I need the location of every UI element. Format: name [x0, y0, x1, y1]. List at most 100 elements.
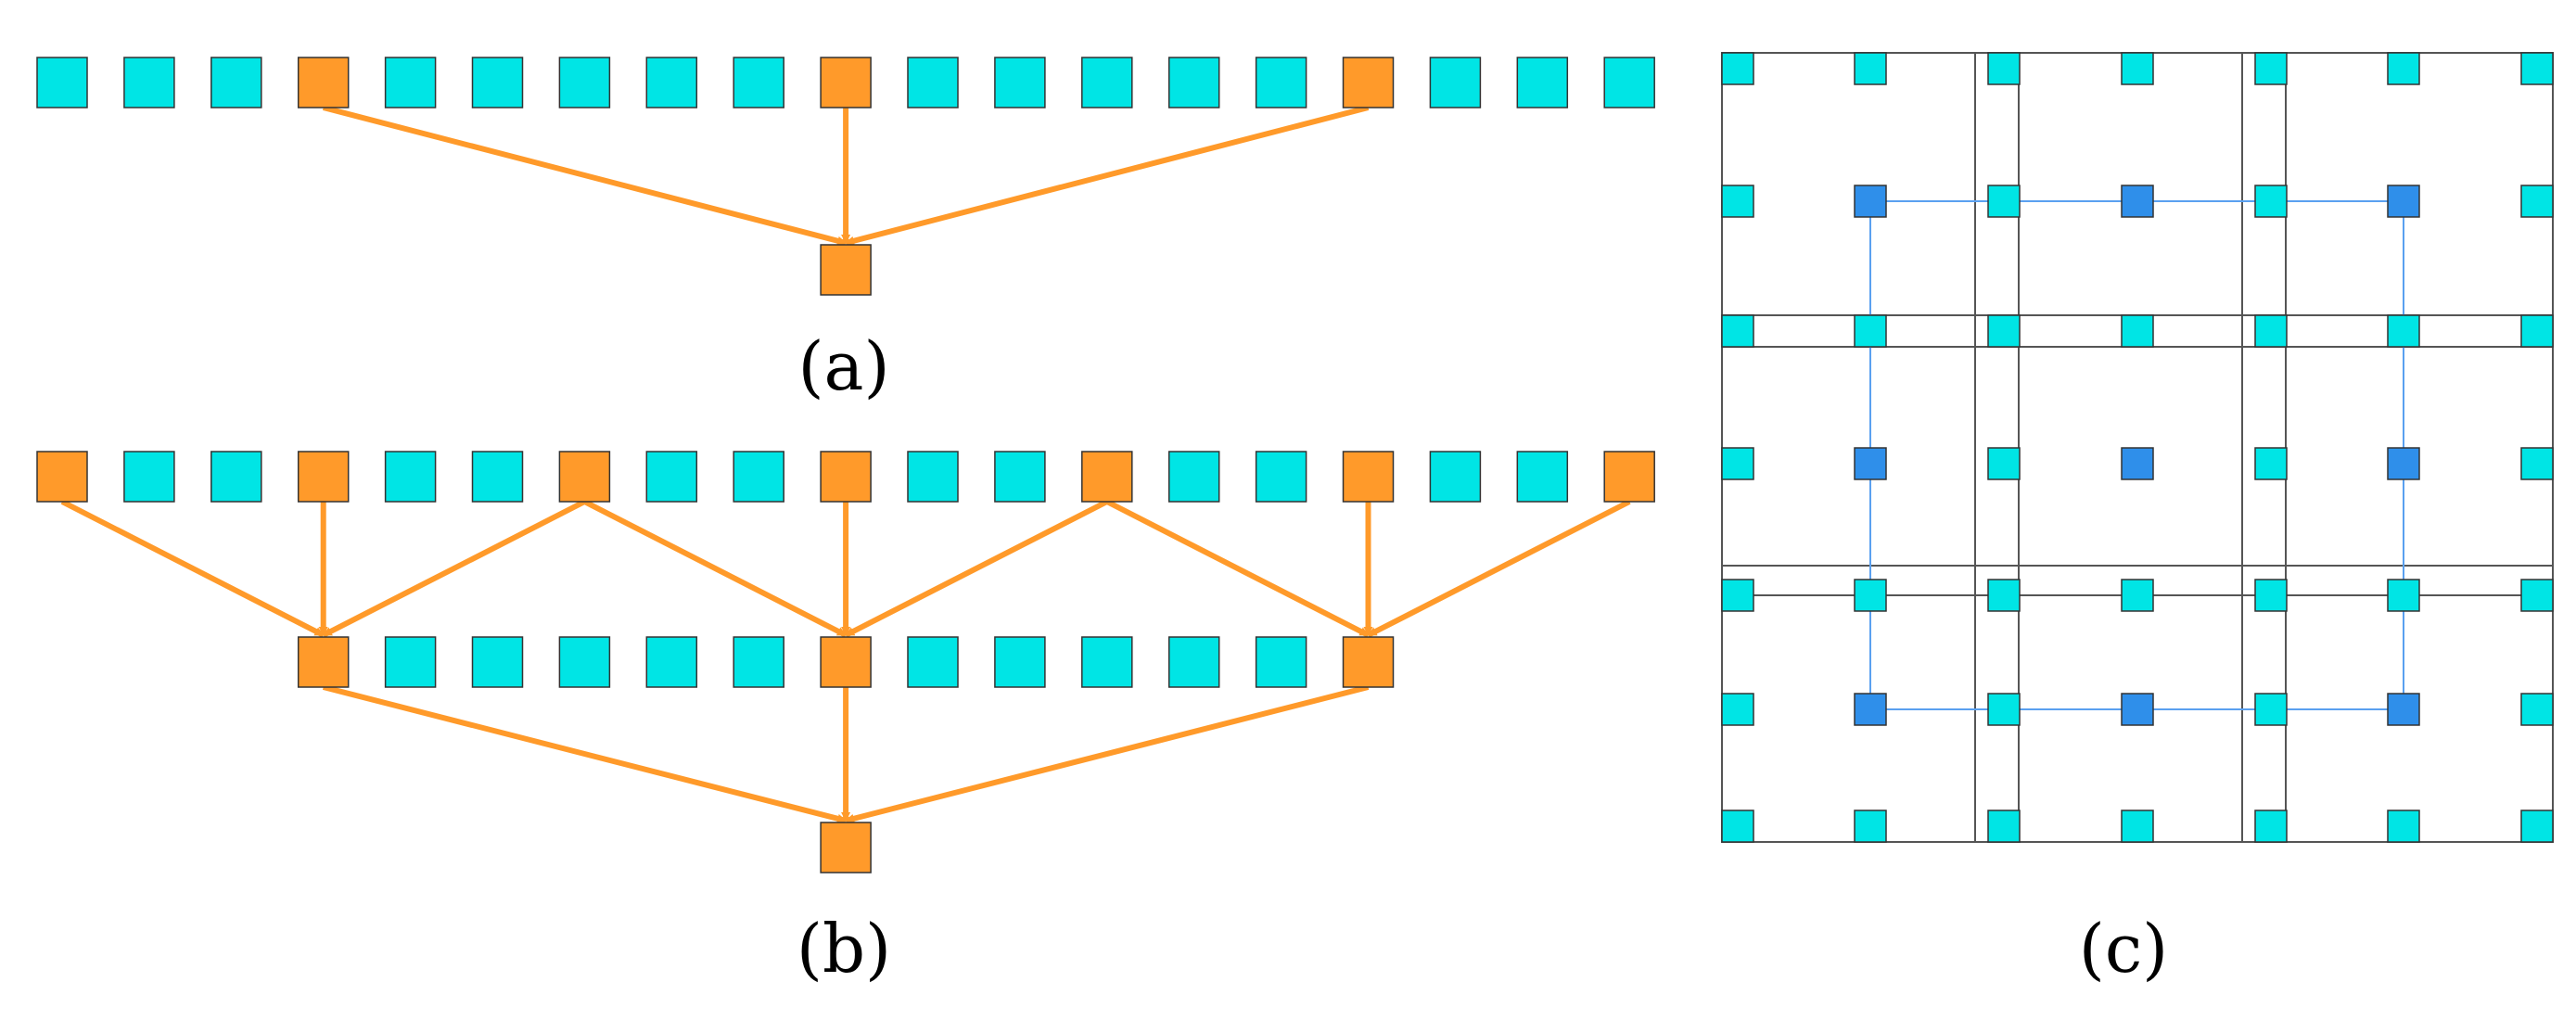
panel-c-grid-node [1721, 447, 1754, 480]
panel-b-layer2-node [1167, 636, 1220, 688]
panel-a-input-node [1603, 57, 1655, 108]
panel-a-input-node [645, 57, 698, 108]
panel-c-grid-node [2254, 52, 2288, 85]
panel-c-grid-node [1987, 52, 2021, 85]
panel-a-input-node [1255, 57, 1307, 108]
panel-c-sampled-node [2121, 693, 2154, 726]
panel-c-grid-node [2520, 185, 2554, 218]
panel-c-grid-node [2520, 314, 2554, 348]
panel-b-edge-layer1 [583, 499, 848, 638]
panel-c-grid-node [1987, 810, 2021, 843]
panel-c-sampled-node [2387, 447, 2420, 480]
panel-b-layer2-sampled-node [1342, 636, 1395, 688]
panel-c-nodes [1721, 52, 2554, 843]
panel-b-layer2-node [384, 636, 437, 688]
panel-a-sampled-node [1342, 57, 1395, 108]
panel-a-input-node [123, 57, 175, 108]
caption-a: (a) [797, 327, 889, 405]
panel-b-layer1-node [994, 451, 1046, 503]
panel-b-output-node [820, 822, 872, 873]
panel-c-grid-node [2387, 314, 2420, 348]
panel-c-grid-node [1987, 447, 2021, 480]
panel-b-layer2-node [994, 636, 1046, 688]
panel-c-sampled-node [1854, 693, 1887, 726]
panel-c-grid-node [2387, 52, 2420, 85]
panel-c-grid-node [2254, 314, 2288, 348]
panel-b-layer1-sampled-node [297, 451, 350, 503]
panel-a-input-node [994, 57, 1046, 108]
panel-b-layer1-node [907, 451, 959, 503]
panel-b-edge-layer1 [60, 499, 325, 638]
panel-c-grid-node [1721, 579, 1754, 612]
panel-b-layer1-node [210, 451, 262, 503]
panel-c-grid-node [2121, 52, 2154, 85]
panel-b-layer2-sampled-node [297, 636, 350, 688]
panel-b-edge-layer1 [844, 499, 1109, 638]
caption-b: (b) [797, 910, 891, 988]
panel-a-input-node [1429, 57, 1482, 108]
panel-b-layer2-node [471, 636, 524, 688]
panel-c-grid-node [1854, 810, 1887, 843]
panel-b-layer1-node [733, 451, 784, 503]
panel-a-sampled-node [820, 57, 872, 108]
panel-c-grid-node [1721, 52, 1754, 85]
panel-c-sampled-node [2121, 447, 2154, 480]
panel-b-layer1-sampled-node [1342, 451, 1395, 503]
panel-a-input-node [210, 57, 262, 108]
panel-c-grid-node [2520, 52, 2554, 85]
panel-b-nodes [36, 451, 1655, 873]
panel-b-edge-layer2 [322, 684, 848, 823]
caption-c: (c) [2079, 910, 2169, 988]
panel-a-sampled-node [297, 57, 350, 108]
panel-a-edges [322, 105, 1370, 246]
panel-c-grid-node [2254, 810, 2288, 843]
panel-b-layer1-node [1255, 451, 1307, 503]
panel-c-grid-node [2121, 579, 2154, 612]
panel-c-sampled-node [2121, 185, 2154, 218]
panel-a-input-node [558, 57, 611, 108]
panel-b-layer2-sampled-node [820, 636, 872, 688]
panel-c-grid-node [1987, 693, 2021, 726]
panel-b-layer2-node [645, 636, 698, 688]
panel-b-layer1-sampled-node [820, 451, 872, 503]
panel-b-layer1-node [1167, 451, 1220, 503]
panel-b-edge-layer1 [1367, 499, 1631, 638]
panel-c-grid-node [1854, 579, 1887, 612]
panel-c-grid-node [2254, 693, 2288, 726]
panel-c-grid-node [1987, 579, 2021, 612]
panel-c-grid-node [2254, 185, 2288, 218]
panel-c-sampled-node [2387, 185, 2420, 218]
panel-c-grid-node [1721, 810, 1754, 843]
panel-c-grid-node [1721, 314, 1754, 348]
panel-a-input-node [471, 57, 524, 108]
panel-a-input-node [733, 57, 784, 108]
panel-b-layer1-node [123, 451, 175, 503]
panel-c-grid-node [1854, 52, 1887, 85]
panel-c-grid-node [2520, 810, 2554, 843]
panel-c-sampled-node [1854, 447, 1887, 480]
panel-b-layer2-node [907, 636, 959, 688]
panel-a-input-node [1167, 57, 1220, 108]
panel-c-grid-node [1854, 314, 1887, 348]
panel-b-edge-layer1 [1105, 499, 1370, 638]
panel-c: (c) [1721, 52, 2554, 988]
panel-b-layer1-node [471, 451, 524, 503]
panel-b-layer1-node [384, 451, 437, 503]
panel-c-grid-node [1721, 185, 1754, 218]
panel-a-input-node [907, 57, 959, 108]
panel-c-grid-node [2520, 447, 2554, 480]
panel-b-edge-layer2 [845, 684, 1370, 823]
panel-c-grid-node [2387, 579, 2420, 612]
panel-c-sampled-node [2387, 693, 2420, 726]
panel-c-grid-node [2121, 810, 2154, 843]
panel-c-sampled-node [1854, 185, 1887, 218]
panel-b-layer2-node [1255, 636, 1307, 688]
panel-c-grid-node [2254, 447, 2288, 480]
panel-c-grid-node [2520, 579, 2554, 612]
panel-c-grid-node [2254, 579, 2288, 612]
panel-a-input-node [1081, 57, 1133, 108]
panel-a-output-node [820, 244, 872, 296]
panel-b-layer2-node [733, 636, 784, 688]
panel-b-layer1-node [645, 451, 698, 503]
